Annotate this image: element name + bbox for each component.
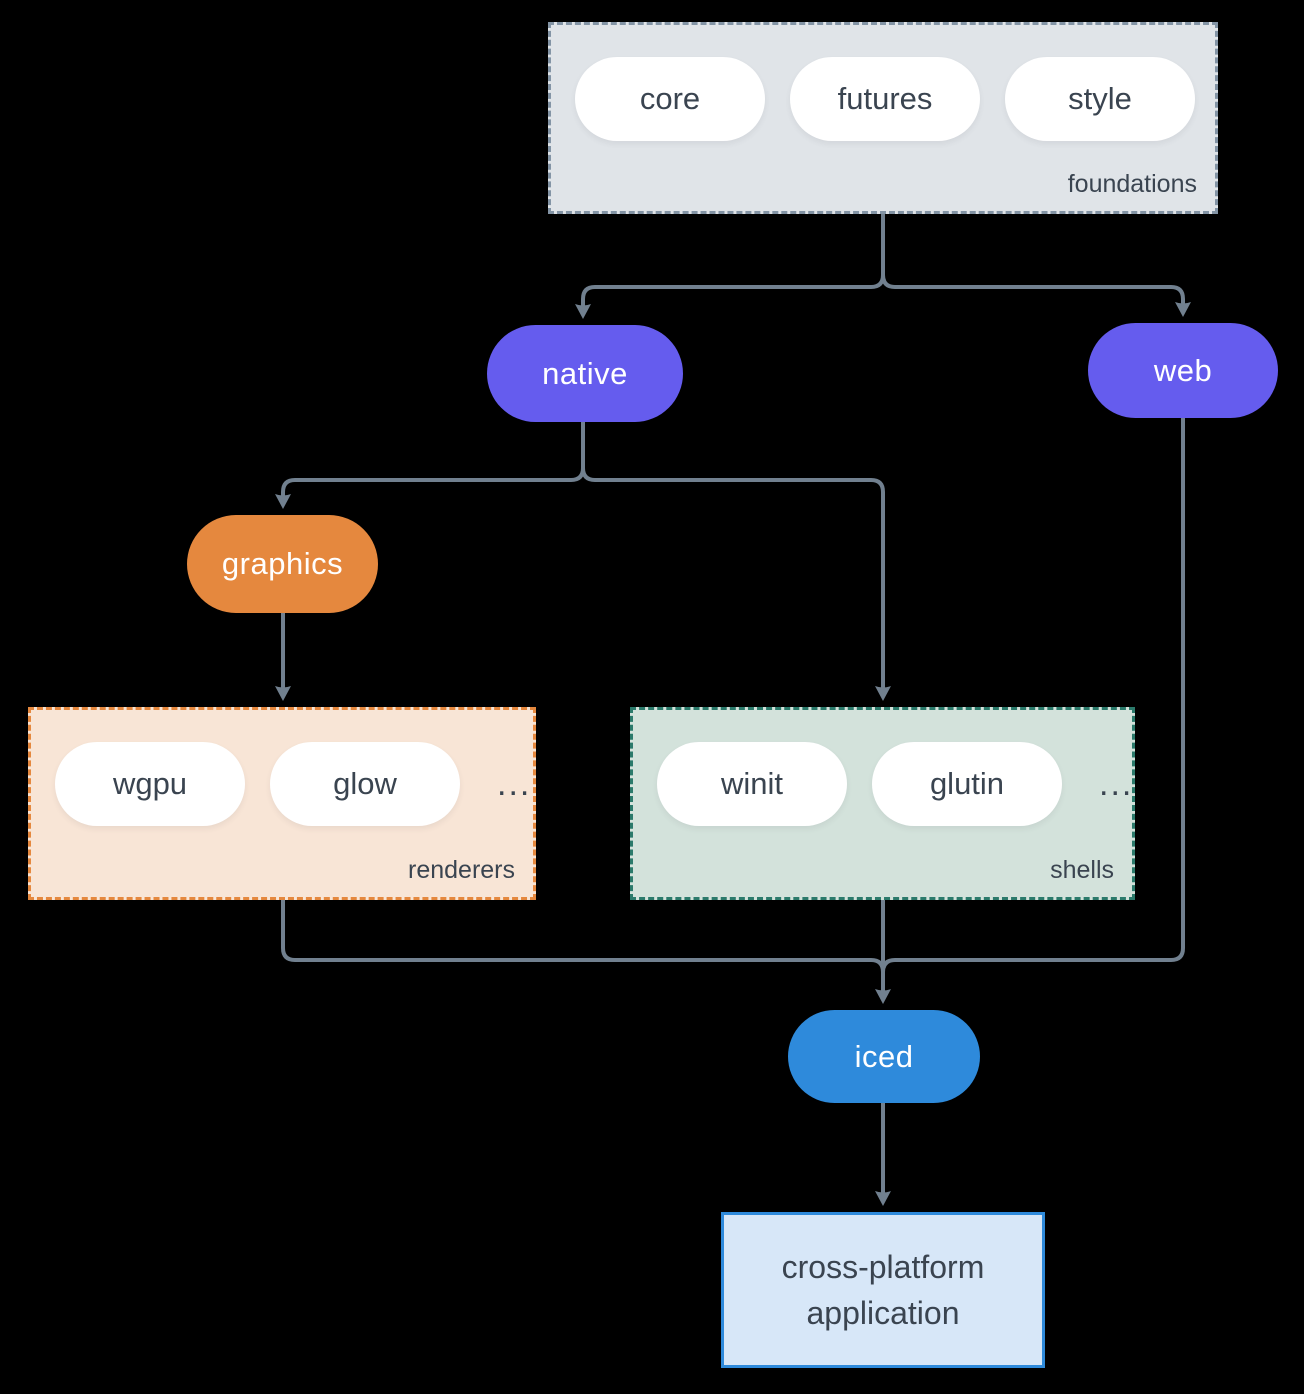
node-native: native [487,325,683,422]
shells-group: winit glutin ... shells [630,707,1135,900]
renderers-group: wgpu glow ... renderers [28,707,536,900]
shells-label: shells [1050,856,1114,884]
node-winit: winit [657,742,847,826]
node-glutin: glutin [872,742,1062,826]
cross-platform-application-box: cross-platform application [721,1212,1045,1368]
node-futures: futures [790,57,980,141]
node-style: style [1005,57,1195,141]
node-web: web [1088,323,1278,418]
renderers-ellipsis: ... [497,764,532,803]
shells-ellipsis: ... [1099,764,1134,803]
foundations-pill-row: core futures style [551,25,1215,141]
renderers-label: renderers [408,856,515,884]
node-iced: iced [788,1010,980,1103]
renderers-pill-row: wgpu glow ... [31,710,533,826]
node-wgpu: wgpu [55,742,245,826]
node-core: core [575,57,765,141]
shells-pill-row: winit glutin ... [633,710,1132,826]
foundations-label: foundations [1067,170,1197,198]
foundations-group: core futures style foundations [548,22,1218,214]
node-graphics: graphics [187,515,378,613]
node-glow: glow [270,742,460,826]
